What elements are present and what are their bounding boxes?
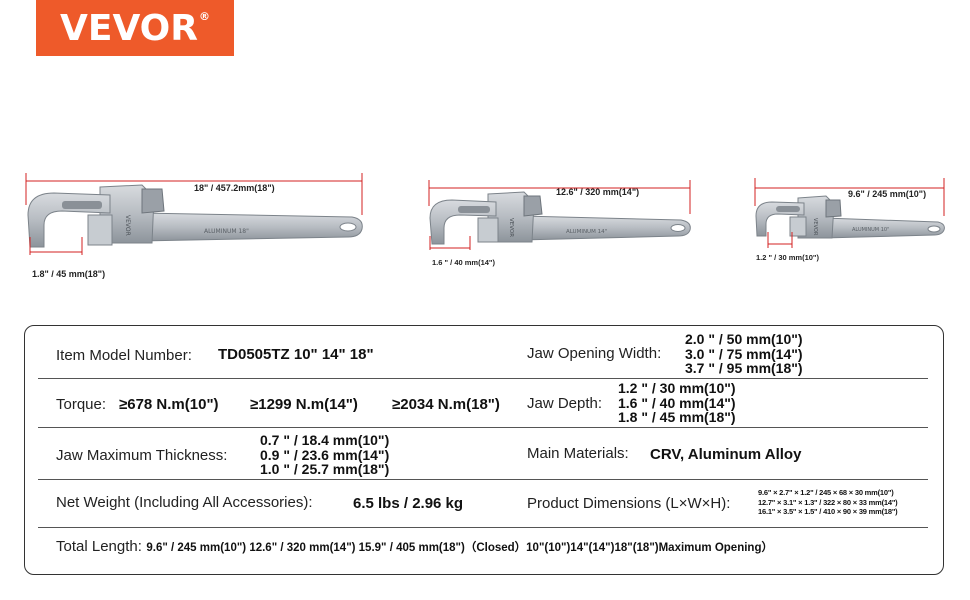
dimensions-values: 9.6" × 2.7" × 1.2" / 245 × 68 × 30 mm(10… xyxy=(758,488,898,517)
torque-label: Torque: xyxy=(56,396,107,413)
dimensions-value: 16.1" × 3.5" × 1.5" / 410 × 90 × 39 mm(1… xyxy=(758,507,898,516)
svg-text:ALUMINUM 14": ALUMINUM 14" xyxy=(566,229,607,235)
row-divider xyxy=(38,527,928,528)
jaw-depth-value: 1.8 " / 45 mm(18") xyxy=(618,409,736,425)
brand-logo-text: VEVOR® xyxy=(59,7,210,49)
wrench-14-jaw-label: 1.6 " / 40 mm(14") xyxy=(432,258,495,267)
jaw-opening-value: 3.0 " / 75 mm(14") xyxy=(685,345,803,362)
jaw-opening-label: Jaw Opening Width: xyxy=(527,345,662,362)
jaw-thickness-label: Jaw Maximum Thickness: xyxy=(56,447,228,464)
wrench-14-image: ALUMINUM 14" VEVOR xyxy=(428,180,691,250)
wrench-10-jaw-label: 1.2 " / 30 mm(10") xyxy=(756,253,819,262)
total-length-row: Total Length: 9.6" / 245 mm(10") 12.6" /… xyxy=(56,538,773,556)
jaw-thickness-value: 1.0 " / 25.7 mm(18") xyxy=(260,461,390,477)
model-value: TD0505TZ 10" 14" 18" xyxy=(218,346,374,363)
dimensions-value: 9.6" × 2.7" × 1.2" / 245 × 68 × 30 mm(10… xyxy=(758,488,894,497)
dimensions-label: Product Dimensions (L×W×H): xyxy=(527,495,731,512)
svg-text:ALUMINUM 18": ALUMINUM 18" xyxy=(204,228,249,235)
wrench-18-image: ALUMINUM 18" VEVOR xyxy=(25,173,363,255)
svg-text:VEVOR: VEVOR xyxy=(812,218,818,236)
jaw-thickness-value: 0.9 " / 23.6 mm(14") xyxy=(260,446,390,463)
dimensions-value: 12.7" × 3.1" × 1.3" / 322 × 80 × 33 mm(1… xyxy=(758,497,898,507)
svg-text:VEVOR: VEVOR xyxy=(124,215,131,236)
jaw-depth-label: Jaw Depth: xyxy=(527,395,603,412)
row-divider xyxy=(38,427,928,428)
registered-mark: ® xyxy=(199,9,210,23)
wrench-18-jaw-label: 1.8" / 45 mm(18") xyxy=(32,269,106,279)
jaw-opening-value: 2.0 " / 50 mm(10") xyxy=(685,331,803,347)
materials-label: Main Materials: xyxy=(527,445,629,462)
wrench-14-length-label: 12.6" / 320 mm(14") xyxy=(556,187,640,197)
weight-label: Net Weight (Including All Accessories): xyxy=(56,494,313,511)
specifications-panel xyxy=(24,325,944,575)
total-length-label: Total Length: xyxy=(56,538,142,555)
torque-value-18: ≥2034 N.m(18") xyxy=(392,396,500,413)
jaw-depth-values: 1.2 " / 30 mm(10") 1.6 " / 40 mm(14") 1.… xyxy=(618,381,736,425)
wrench-18-length-label: 18" / 457.2mm(18") xyxy=(194,183,275,193)
jaw-depth-value: 1.6 " / 40 mm(14") xyxy=(618,394,736,411)
svg-text:VEVOR: VEVOR xyxy=(508,218,514,237)
jaw-thickness-values: 0.7 " / 18.4 mm(10") 0.9 " / 23.6 mm(14"… xyxy=(260,433,389,477)
jaw-opening-value: 3.7 " / 95 mm(18") xyxy=(685,360,803,376)
wrench-10-length-label: 9.6" / 245 mm(10") xyxy=(848,189,927,199)
svg-text:ALUMINUM 10": ALUMINUM 10" xyxy=(852,227,889,233)
jaw-depth-value: 1.2 " / 30 mm(10") xyxy=(618,380,736,396)
model-label: Item Model Number: xyxy=(56,347,192,364)
row-divider xyxy=(38,479,928,480)
weight-value: 6.5 lbs / 2.96 kg xyxy=(353,495,464,512)
row-divider xyxy=(38,378,928,379)
wrench-10-image: ALUMINUM 10" VEVOR xyxy=(754,178,945,248)
total-length-value: 9.6" / 245 mm(10") 12.6" / 320 mm(14") 1… xyxy=(146,542,773,554)
brand-logo: VEVOR® xyxy=(36,0,234,56)
jaw-thickness-value: 0.7 " / 18.4 mm(10") xyxy=(260,432,390,448)
jaw-opening-values: 2.0 " / 50 mm(10") 3.0 " / 75 mm(14") 3.… xyxy=(685,332,803,376)
torque-value-14: ≥1299 N.m(14") xyxy=(250,396,358,413)
torque-value-10: ≥678 N.m(10") xyxy=(119,396,219,413)
materials-value: CRV, Aluminum Alloy xyxy=(650,446,802,463)
